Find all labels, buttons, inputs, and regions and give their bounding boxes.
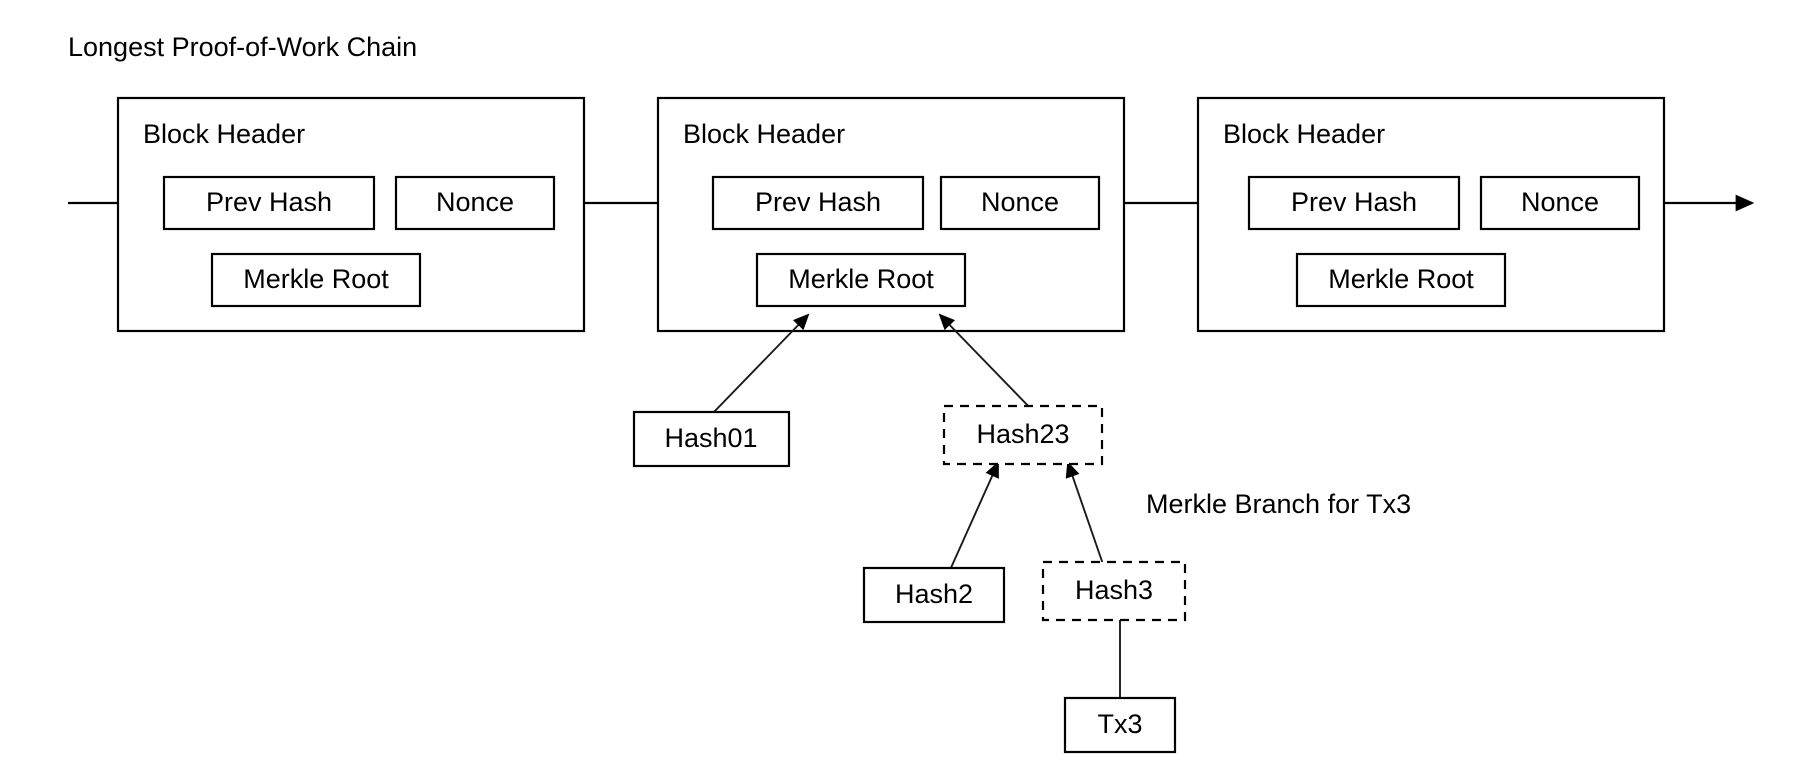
block-2-prev-hash-box[interactable] [711, 175, 925, 231]
block-1-prev-hash-box[interactable] [162, 175, 376, 231]
edge-hash01-to-merkle-root [711, 313, 810, 415]
edge-hash3-to-hash23 [1065, 461, 1106, 571]
hash3-label: Hash3 [1075, 575, 1153, 605]
block-2-nonce-label: Nonce [981, 187, 1059, 217]
merkle-node-tx3[interactable]: Tx3 [1063, 696, 1177, 754]
hash23-label: Hash23 [976, 419, 1069, 449]
merkle-node-hash01[interactable]: Hash01 [632, 410, 791, 468]
tx3-label: Tx3 [1097, 709, 1142, 739]
tx3-box[interactable] [1063, 696, 1177, 754]
block-3-prev-hash-label: Prev Hash [1291, 187, 1417, 217]
hash01-label: Hash01 [664, 423, 757, 453]
hash23-box[interactable] [942, 404, 1104, 466]
block-1-prev-hash-label: Prev Hash [206, 187, 332, 217]
block-2-nonce-box[interactable] [939, 175, 1101, 231]
merkle-node-hash2[interactable]: Hash2 [862, 566, 1006, 624]
merkle-node-hash23[interactable]: Hash23 [942, 404, 1104, 466]
merkle-branch-annotation: Merkle Branch for Tx3 [1146, 489, 1411, 519]
block-3-merkle-root-label: Merkle Root [1328, 264, 1474, 294]
edge-hash2-to-hash23 [949, 461, 999, 571]
block-3-prev-hash-box[interactable] [1247, 175, 1461, 231]
block-2-header-label: Block Header [683, 119, 845, 149]
edge-hash23-to-merkle-root [938, 313, 1037, 415]
block-1-merkle-root-label: Merkle Root [243, 264, 389, 294]
page-title: Longest Proof-of-Work Chain [68, 32, 417, 62]
block-3-nonce-label: Nonce [1521, 187, 1599, 217]
block-1-nonce-box[interactable] [394, 175, 556, 231]
block-2[interactable]: Block Header Prev Hash Nonce Merkle Root [656, 96, 1126, 333]
hash2-box[interactable] [862, 566, 1006, 624]
block-3-nonce-box[interactable] [1479, 175, 1641, 231]
block-1[interactable]: Block Header Prev Hash Nonce Merkle Root [116, 96, 586, 333]
block-1-nonce-label: Nonce [436, 187, 514, 217]
block-2-prev-hash-label: Prev Hash [755, 187, 881, 217]
block-3[interactable]: Block Header Prev Hash Nonce Merkle Root [1196, 96, 1666, 333]
hash3-box[interactable] [1041, 560, 1187, 622]
block-3-merkle-root-box[interactable] [1295, 252, 1507, 308]
block-2-merkle-root-label: Merkle Root [788, 264, 934, 294]
block-2-merkle-root-box[interactable] [755, 252, 967, 308]
hash01-box[interactable] [632, 410, 791, 468]
hash2-label: Hash2 [895, 579, 973, 609]
block-3-header-label: Block Header [1223, 119, 1385, 149]
block-1-header-label: Block Header [143, 119, 305, 149]
block-1-merkle-root-box[interactable] [210, 252, 422, 308]
merkle-node-hash3[interactable]: Hash3 [1041, 560, 1187, 622]
